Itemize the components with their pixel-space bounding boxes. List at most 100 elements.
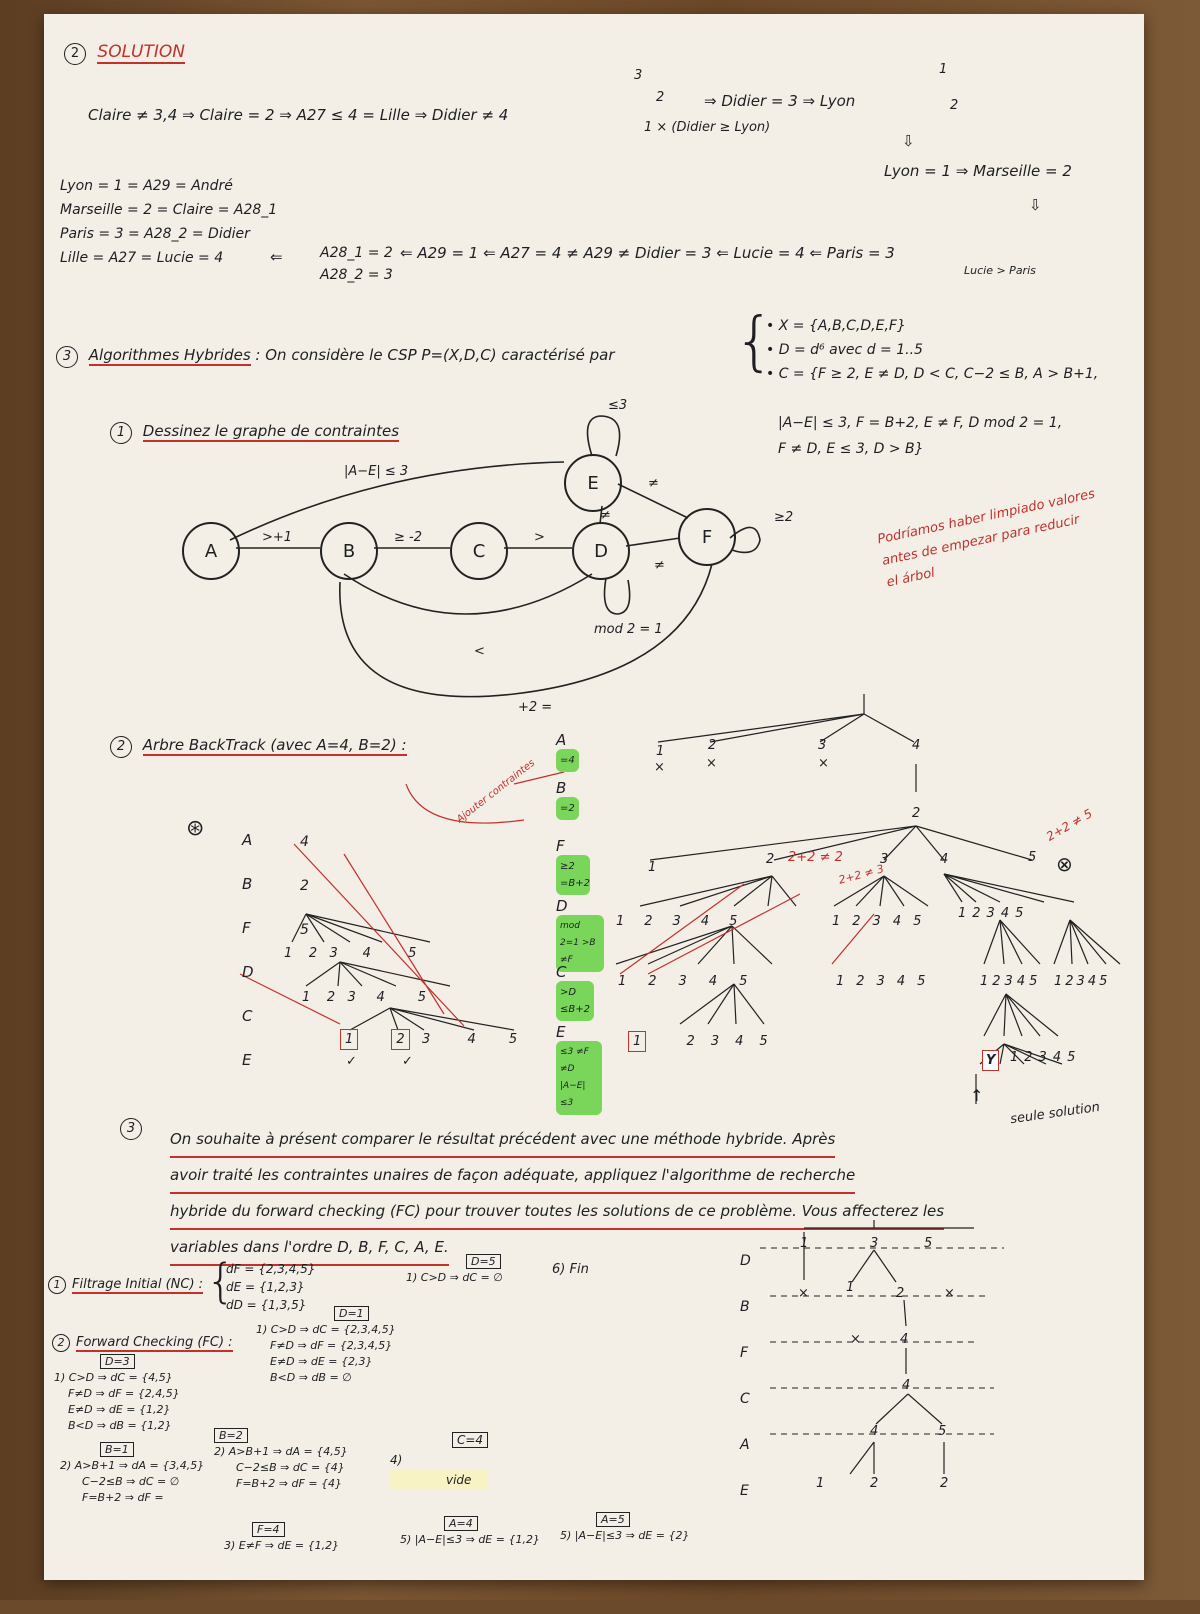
tree-row-c-f2: 12345 (618, 974, 770, 989)
assign-box: B=2 (214, 1428, 248, 1443)
row-val: 2 (391, 1029, 410, 1050)
var-note: ≤3 ≠F ≠D |A−E|≤3 (556, 1041, 602, 1115)
fc-line: 2) A>B+1 ⇒ dA = {4,5} (214, 1445, 348, 1458)
domain-line: dF = {2,3,4,5} (226, 1262, 316, 1276)
fc-line: E≠D ⇒ dE = {1,2} (68, 1403, 171, 1416)
fc-tree-vars: D B F C A E (740, 1238, 751, 1514)
prune-mark: × (654, 760, 665, 775)
fc-a5: 5 (938, 1424, 947, 1439)
graph-node-f: F (678, 508, 736, 566)
branch-top: 3 (634, 68, 643, 83)
lyon-branch-bot: 2 (950, 98, 959, 113)
fc-c4: 4 (902, 1378, 911, 1393)
fc-b2: 2 (896, 1286, 905, 1301)
var-label: E (242, 1051, 252, 1069)
csp-def-line: • C = {F ≥ 2, E ≠ D, D < C, C−2 ≤ B, A >… (766, 366, 1099, 382)
check-mark: ✓ (402, 1054, 413, 1069)
tree-f-5: 5 (1028, 850, 1037, 865)
fc-line: B<D ⇒ dB = ∅ (270, 1371, 352, 1384)
fc-line: E≠D ⇒ dE = {2,3} (270, 1355, 373, 1368)
left-var-order: A B F D C E (242, 818, 254, 1082)
paper-sheet: 2 SOLUTION Claire ≠ 3,4 ⇒ Claire = 2 ⇒ A… (44, 14, 1144, 1580)
var-f: F ≥2 =B+2 (556, 838, 590, 895)
row-val: 2 (326, 990, 336, 1005)
fc-line: 5) |A−E|≤3 ⇒ dE = {2} (560, 1529, 690, 1542)
fc-line: 1) C>D ⇒ dC = {2,3,4,5} (256, 1323, 396, 1336)
fc-fin: 6) Fin (552, 1262, 589, 1277)
fc-line: 4) (390, 1453, 403, 1467)
constraint-graph-edges (229, 415, 761, 698)
q3-text-line: hybride du forward checking (FC) pour tr… (170, 1194, 945, 1230)
fc-a4: 4 (870, 1424, 879, 1439)
var-a: A =4 (556, 732, 579, 772)
fc-e2a: 2 (870, 1476, 879, 1491)
edge-label-ab: >+1 (262, 530, 293, 545)
row-val: 4 (467, 1032, 476, 1047)
domain-line: dD = {1,3,5} (226, 1298, 307, 1312)
var-label: C (242, 1007, 253, 1025)
fc-c4-block: C=4 4) vide (390, 1430, 489, 1490)
csp-definition-cont: |A−E| ≤ 3, F = B+2, E ≠ F, D mod 2 = 1, … (778, 410, 1062, 462)
var-c: C >D ≤B+2 (556, 964, 594, 1021)
var-name: F (556, 837, 565, 855)
left-arrow: ⇐ (270, 248, 283, 266)
graph-node-d: D (572, 522, 630, 580)
csp-def-line: • X = {A,B,C,D,E,F} (766, 318, 906, 334)
graph-node-c: C (450, 522, 508, 580)
fc-d3-block: D=3 1) C>D ⇒ dC = {4,5} F≠D ⇒ dF = {2,4,… (54, 1354, 180, 1434)
edge-label-cd: > (534, 530, 545, 545)
filtrage-title: Filtrage Initial (NC) : (72, 1277, 204, 1294)
q2-title: Arbre BackTrack (avec A=4, B=2) : (142, 736, 407, 756)
edge-label-f-self: ≥2 (774, 510, 794, 525)
fc-line: 5) |A−E|≤3 ⇒ dE = {1,2} (400, 1533, 540, 1546)
row-val: 3 (329, 946, 338, 961)
down-arrow-1: ⇩ (902, 132, 915, 150)
chain-value: 5 (300, 922, 309, 938)
var-note: =4 (556, 749, 579, 772)
fc-d5-block: D=5 1) C>D ⇒ dC = ∅ (406, 1254, 503, 1286)
fc-b1-block: B=1 2) A>B+1 ⇒ dA = {3,4,5} C−2≤B ⇒ dC =… (60, 1442, 204, 1506)
var-name: E (556, 1023, 566, 1041)
section-2-heading: 2 SOLUTION (64, 42, 185, 65)
check-mark: ✓ (346, 1054, 357, 1069)
fc-line: vide (390, 1470, 489, 1490)
a28-2-value: A28_2 = 3 (320, 267, 393, 283)
var-note: mod 2=1 >B ≠F (556, 915, 604, 972)
section-2-line1b: ⇒ Didier = 3 ⇒ Lyon (704, 92, 856, 110)
fc-b-x2: × (944, 1286, 955, 1301)
tree-row-e: 1 2345 (628, 1031, 784, 1052)
row-val: 3 (347, 990, 356, 1005)
assign-box: A=5 (596, 1512, 630, 1527)
section-3-heading: 3 Algorithmes Hybrides : On considère le… (56, 346, 615, 368)
fc-var: D (740, 1253, 751, 1269)
assign-box: A=4 (444, 1516, 478, 1531)
section-3-intro: : On considère le CSP P=(X,D,C) caractér… (255, 346, 615, 364)
a28-values: A28_1 = 2 A28_2 = 3 (320, 242, 393, 286)
fc-var: F (740, 1345, 749, 1361)
tree-f-1: 1 (648, 860, 657, 875)
edge-label-ed: ≠ (600, 508, 611, 523)
q2-heading: 2 Arbre BackTrack (avec A=4, B=2) : (110, 736, 407, 758)
var-name: C (556, 963, 567, 981)
cross-mark-circle: ⊗ (1056, 852, 1073, 876)
section-3-title: Algorithmes Hybrides (88, 346, 251, 366)
tree-top-1: 1 (656, 744, 665, 759)
lucie-paris-note: Lucie > Paris (964, 264, 1036, 277)
csp-def-line: F ≠ D, E ≤ 3, D > B} (778, 441, 924, 457)
fc-f4: 4 (900, 1332, 909, 1347)
assign-box: B=1 (100, 1442, 134, 1457)
var-d: D mod 2=1 >B ≠F (556, 898, 604, 972)
section-3-number: 3 (56, 346, 78, 368)
fc-f-x: × (850, 1332, 861, 1347)
row-val: 4 (376, 990, 385, 1005)
edge-label-ae: |A−E| ≤ 3 (344, 464, 409, 479)
fc-line: 3) E≠F ⇒ dE = {1,2} (224, 1539, 340, 1552)
section-2-line1: Claire ≠ 3,4 ⇒ Claire = 2 ⇒ A27 ≤ 4 = Li… (88, 106, 509, 124)
fc-var: E (740, 1483, 749, 1499)
edge-label-d-self: mod 2 = 1 (594, 622, 663, 637)
assignment-item: Marseille = 2 = Claire = A28_1 (60, 202, 278, 218)
brace: { (734, 305, 775, 379)
fc-line: 2) A>B+1 ⇒ dA = {3,4,5} (60, 1459, 205, 1472)
fc-d5: 5 (924, 1236, 933, 1251)
